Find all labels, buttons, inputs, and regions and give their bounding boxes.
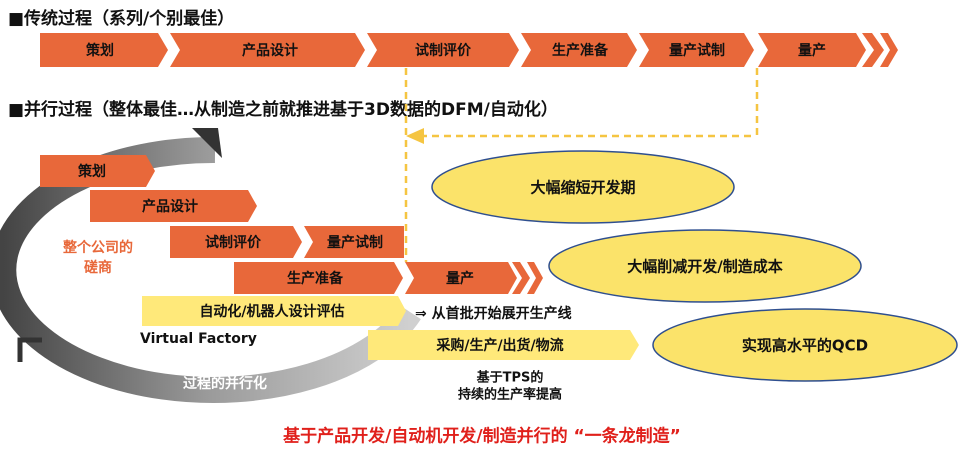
- trad-step-trial-prod-arrow: [639, 33, 754, 67]
- cycle-arrow-head: [192, 128, 222, 158]
- trad-step-prep-arrow: [521, 33, 637, 67]
- tps-note-line1: 基于TPS的: [476, 370, 544, 386]
- tps-note-line2: 持续的生产率提高: [457, 387, 563, 403]
- parallel-process-label: 过程的并行化: [183, 376, 267, 392]
- trad-step-planning-arrow: [40, 33, 168, 67]
- par-procurement-label: 采购/生产/出货/物流: [436, 338, 564, 354]
- par-step-prep-label: 生产准备: [287, 271, 343, 287]
- par-step-design-arrow: [90, 190, 257, 222]
- trad-end-chevron-2: [880, 33, 898, 67]
- trad-step-mass-label: 量产: [798, 43, 826, 59]
- traditional-process-title: ■传统过程（系列/个别最佳）: [8, 9, 235, 29]
- par-automation-label: 自动化/机器人设计评估: [199, 304, 345, 320]
- trad-step-design-label: 产品设计: [242, 43, 298, 59]
- par-end-chevron-1: [512, 262, 530, 294]
- benefit-text-2: 大幅削减开发/制造成本: [627, 257, 783, 276]
- cycle-bracket: [17, 337, 42, 362]
- trad-step-planning-label: 策划: [86, 43, 114, 59]
- company-consult-label: 整个公司的磋商: [63, 240, 133, 276]
- par-step-prep-arrow: [234, 262, 403, 294]
- par-procurement-bar: [368, 330, 639, 360]
- benefit-text-3: 实现高水平的QCD: [741, 336, 869, 355]
- par-step-design-label: 产品设计: [142, 199, 198, 215]
- par-automation-bar: [142, 296, 406, 326]
- par-step-mass-arrow: [405, 262, 517, 294]
- trad-step-design-arrow: [170, 33, 365, 67]
- par-step-planning-label: 策划: [78, 164, 106, 180]
- benefit-ellipse-1: [431, 150, 735, 224]
- trad-step-trial-prod-label: 量产试制: [669, 43, 725, 59]
- par-end-chevron-2: [527, 262, 543, 294]
- par-step-mass-label: 量产: [446, 271, 474, 287]
- par-step-trial-eval-arrow: [170, 226, 302, 258]
- par-step-planning-arrow: [40, 155, 155, 187]
- trad-step-trial-eval-arrow: [367, 33, 519, 67]
- trad-step-mass-arrow: [758, 33, 866, 67]
- benefit-ellipse-2: [548, 229, 862, 303]
- trad-step-trial-eval-label: 试制评价: [415, 43, 471, 59]
- par-step-trial-prod-arrow: [304, 226, 404, 258]
- bottom-caption: 基于产品开发/自动机开发/制造并行的 “一条龙制造”: [283, 426, 681, 447]
- benefit-text-1: 大幅缩短开发期: [530, 178, 636, 197]
- trad-step-prep-label: 生产准备: [552, 43, 608, 59]
- par-step-trial-prod-label: 量产试制: [327, 235, 383, 251]
- trad-end-chevron-1: [862, 33, 884, 67]
- parallel-process-title: ■并行过程（整体最佳…从制造之前就推进基于3D数据的DFM/自动化）: [8, 100, 558, 120]
- par-step-trial-eval-label: 试制评价: [205, 235, 261, 251]
- benefit-ellipse-3: [652, 308, 958, 382]
- virtual-factory-label: Virtual Factory: [140, 331, 257, 347]
- first-batch-note: ⇒ 从首批开始展开生产线: [415, 306, 572, 322]
- dashed-arrow-head: [406, 128, 424, 144]
